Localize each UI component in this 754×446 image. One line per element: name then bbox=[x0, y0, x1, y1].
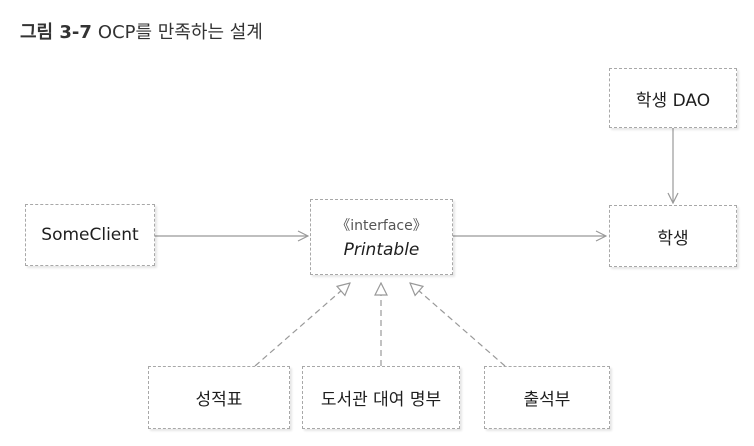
someclient-box: SomeClient bbox=[25, 204, 155, 266]
printable-interface-box: 《interface》 Printable bbox=[310, 199, 453, 275]
student-dao-label: 학생 DAO bbox=[635, 90, 711, 111]
library-register-box: 도서관 대여 명부 bbox=[302, 366, 460, 429]
edge-gradereport-realizes-printable bbox=[254, 283, 350, 367]
printable-label: Printable bbox=[343, 239, 420, 260]
grade-report-box: 성적표 bbox=[148, 366, 290, 429]
figure-caption: OCP를 만족하는 설계 bbox=[97, 22, 263, 43]
edge-attendance-realizes-printable bbox=[410, 283, 506, 367]
attendance-book-box: 출석부 bbox=[484, 366, 610, 429]
attendance-book-label: 출석부 bbox=[523, 390, 571, 410]
student-label: 학생 bbox=[657, 228, 689, 249]
someclient-label: SomeClient bbox=[41, 225, 139, 245]
library-register-label: 도서관 대여 명부 bbox=[320, 390, 442, 410]
student-box: 학생 bbox=[609, 205, 737, 267]
figure-number: 그림 3-7 bbox=[20, 22, 92, 43]
interface-stereotype: 《interface》 bbox=[336, 217, 427, 234]
student-dao-box: 학생 DAO bbox=[609, 68, 737, 128]
grade-report-label: 성적표 bbox=[195, 390, 243, 410]
